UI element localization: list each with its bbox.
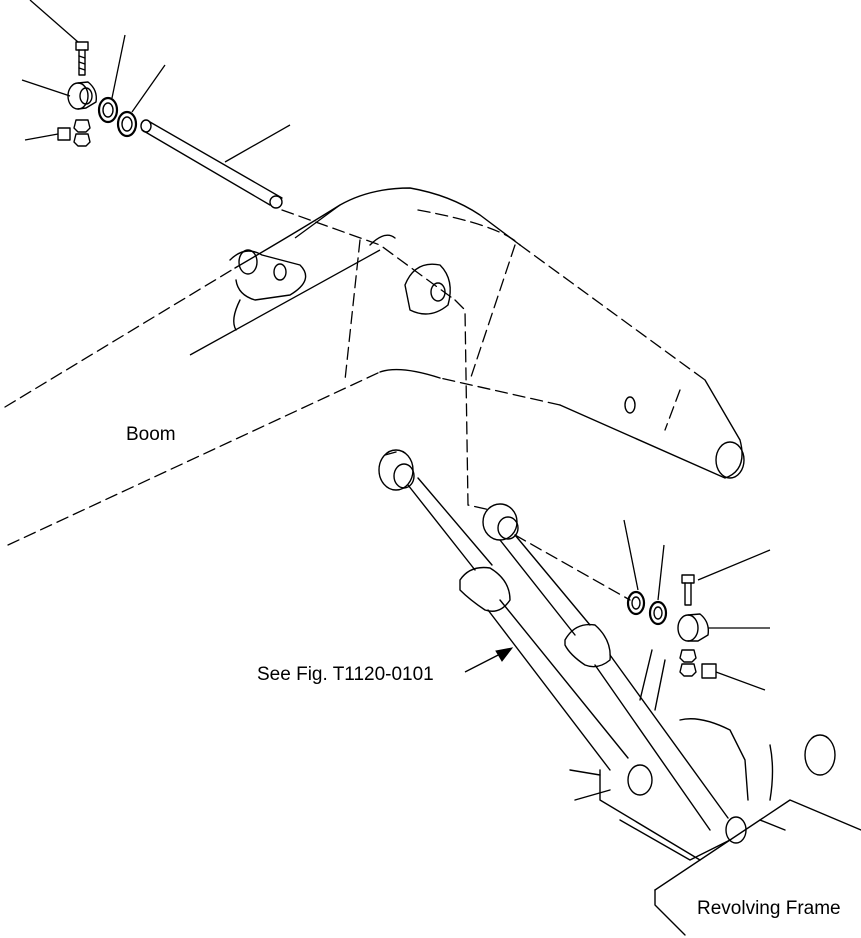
revolving-frame <box>569 649 861 936</box>
top-hardware <box>57 41 138 147</box>
boom-pin <box>140 119 456 301</box>
boom-label: Boom <box>126 424 176 445</box>
see-fig-label: See Fig. T1120-0101 <box>257 664 434 685</box>
boom-cylinders <box>378 299 747 844</box>
lower-hardware <box>514 534 717 679</box>
leader-lines <box>21 0 771 691</box>
boom <box>4 187 745 546</box>
revolving-frame-label: Revolving Frame <box>697 898 841 919</box>
